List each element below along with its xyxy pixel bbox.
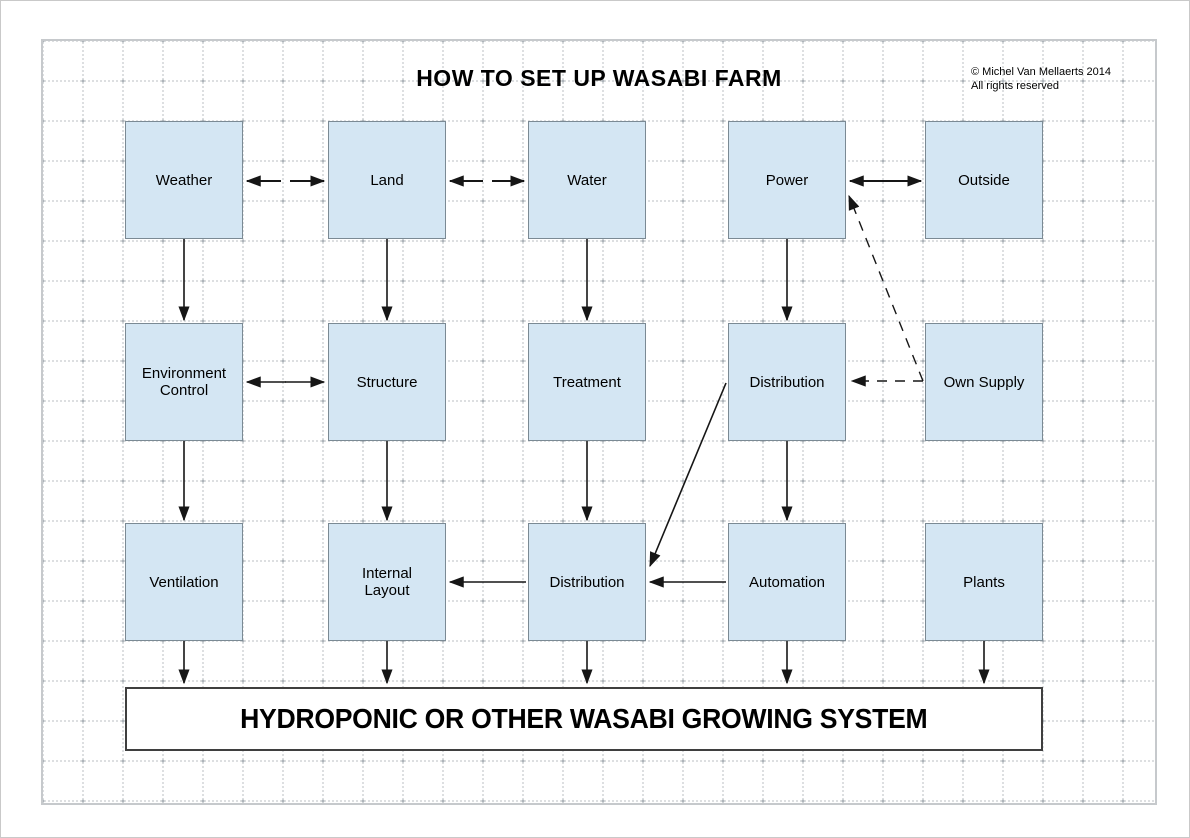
node-power: Power xyxy=(728,121,846,239)
node-label: Outside xyxy=(958,171,1010,189)
copyright-notice: © Michel Van Mellaerts 2014 All rights r… xyxy=(971,65,1141,94)
node-ventilation: Ventilation xyxy=(125,523,243,641)
diagram-page: HOW TO SET UP WASABI FARM © Michel Van M… xyxy=(41,39,1157,805)
node-label: Distribution xyxy=(749,373,825,391)
node-structure: Structure xyxy=(328,323,446,441)
node-treatment: Treatment xyxy=(528,323,646,441)
arrow-own-supply-to-power-dashed xyxy=(848,194,924,382)
node-land: Land xyxy=(328,121,446,239)
banner-label: HYDROPONIC OR OTHER WASABI GROWING SYSTE… xyxy=(240,703,928,734)
node-label: Power xyxy=(765,171,809,189)
node-label: Weather xyxy=(155,171,213,189)
copyright-line2: All rights reserved xyxy=(971,80,1060,93)
node-label: Land xyxy=(370,171,404,189)
arrow-distribution-power-to-distribution-water xyxy=(649,382,727,568)
node-label: Plants xyxy=(963,573,1005,591)
node-internal-layout: Internal Layout xyxy=(328,523,446,641)
node-own-supply: Own Supply xyxy=(925,323,1043,441)
copyright-line1: © Michel Van Mellaerts 2014 xyxy=(971,66,1111,78)
node-distribution-power: Distribution xyxy=(728,323,846,441)
node-label: Internal Layout xyxy=(361,565,413,599)
node-outside: Outside xyxy=(925,121,1043,239)
node-label: Structure xyxy=(356,373,418,391)
node-environment-control: Environment Control xyxy=(125,323,243,441)
node-label: Treatment xyxy=(553,373,621,391)
node-plants: Plants xyxy=(925,523,1043,641)
node-label: Ventilation xyxy=(149,573,219,591)
node-label: Environment Control xyxy=(141,365,227,399)
node-label: Distribution xyxy=(549,573,625,591)
node-distribution-water: Distribution xyxy=(528,523,646,641)
page-title: HOW TO SET UP WASABI FARM xyxy=(416,65,782,91)
node-weather: Weather xyxy=(125,121,243,239)
growing-system-banner: HYDROPONIC OR OTHER WASABI GROWING SYSTE… xyxy=(125,687,1043,751)
node-automation: Automation xyxy=(728,523,846,641)
node-label: Water xyxy=(567,171,607,189)
node-label: Automation xyxy=(749,573,825,591)
node-label: Own Supply xyxy=(943,373,1025,391)
node-water: Water xyxy=(528,121,646,239)
